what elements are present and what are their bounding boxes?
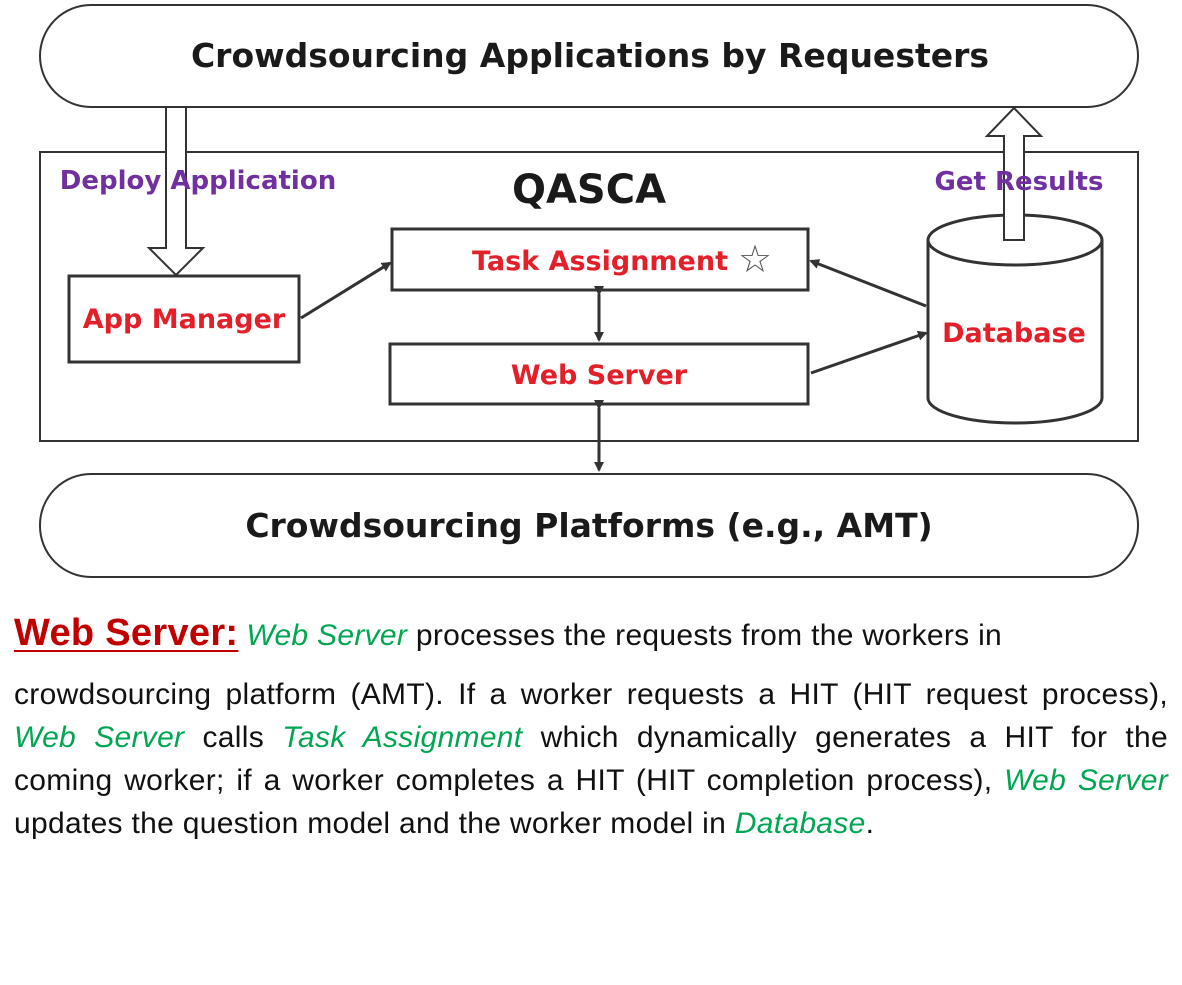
description-text: crowdsourcing platform (AMT). If a worke…: [14, 678, 1168, 711]
database-to-task-assignment-arrow: [809, 259, 927, 308]
task-assignment-box: [390, 227, 810, 292]
get-results-label: Get Results: [935, 167, 1104, 197]
database-cylinder: [926, 240, 1104, 425]
app-manager-to-task-assignment-arrow: [300, 261, 392, 320]
app-manager-box: [67, 274, 301, 364]
description-paragraph: Web Server:Web Server processes the requ…: [14, 612, 1168, 845]
web-server-box: [388, 342, 810, 406]
star-icon: ☆: [738, 237, 772, 281]
description-ref-web-server: Web Server: [14, 721, 185, 754]
description-ref-web-server: Web Server: [246, 619, 408, 652]
description-text: .: [865, 807, 875, 840]
description-text: processes the requests from the workers …: [407, 619, 1003, 652]
description-text: updates the question model and the worke…: [14, 807, 735, 840]
app-manager-label: App Manager: [83, 304, 286, 335]
get-results-arrow: [984, 106, 1044, 241]
web-server-to-database-arrow: [810, 330, 928, 375]
top-box: [39, 4, 1139, 108]
deploy-arrow: [146, 106, 206, 277]
deploy-application-label: Deploy Application: [60, 166, 336, 196]
qasca-title: QASCA: [512, 167, 666, 213]
bottom-box: [39, 473, 1139, 578]
bottom-box-label: Crowdsourcing Platforms (e.g., AMT): [245, 506, 932, 545]
description-text: which dynamically generates a HIT for th…: [14, 721, 1169, 797]
top-box-label: Crowdsourcing Applications by Requesters: [191, 36, 989, 75]
description-heading: Web Server:: [14, 612, 239, 654]
description-text: calls: [184, 721, 283, 754]
description-first-line: Web Server:Web Server processes the requ…: [14, 612, 1002, 657]
task-assignment-label: Task Assignment: [472, 246, 728, 277]
web-server-label: Web Server: [511, 360, 688, 391]
description-ref-task-assignment: Task Assignment: [282, 721, 523, 754]
description-ref-database: Database: [734, 807, 866, 840]
qasca-architecture-diagram: Crowdsourcing Applications by Requesters…: [39, 4, 1139, 578]
qasca-frame: [39, 151, 1139, 442]
database-label: Database: [942, 318, 1086, 349]
description-ref-web-server: Web Server: [1004, 764, 1168, 797]
